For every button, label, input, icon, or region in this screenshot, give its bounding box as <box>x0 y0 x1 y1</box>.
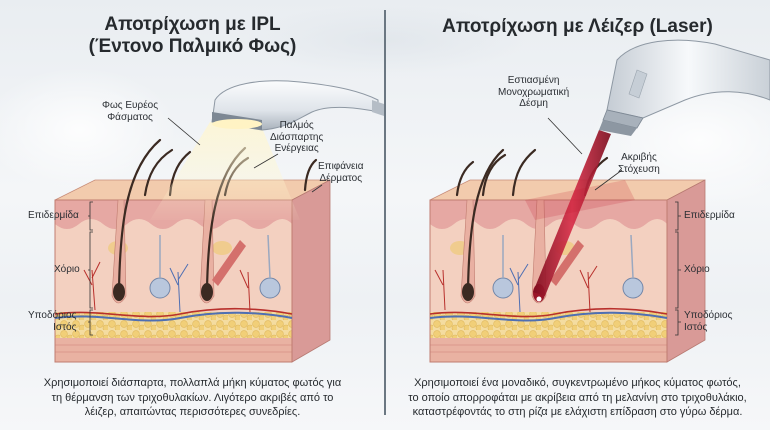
laser-skin-diagram <box>429 39 770 363</box>
laser-handpiece-icon <box>599 39 770 136</box>
callout-focused-beam: Εστιασμένη Μονοχρωματική Δέσμη <box>498 75 570 109</box>
ipl-title: Αποτρίχωση με IPL (Έντονο Παλμικό Φως) <box>0 14 385 58</box>
ipl-title-line2: (Έντονο Παλμικό Φως) <box>88 36 297 57</box>
layer-epidermis: Επιδερμίδα <box>28 210 79 221</box>
laser-caption: Χρησιμοποιεί ένα μοναδικό, συγκεντρωμένο… <box>408 377 747 418</box>
ipl-light-beam <box>150 122 300 220</box>
callout-skin-surface: Επιφάνεια Δέρματος <box>318 161 364 184</box>
laser-beam <box>533 130 611 296</box>
panel-divider <box>384 10 386 415</box>
laser-panel: Αποτρίχωση με Λέιζερ (Laser) <box>385 0 770 430</box>
layer-dermis: Χόριο <box>684 264 710 275</box>
layer-dermis: Χόριο <box>54 264 80 275</box>
ipl-layer-brackets <box>88 201 93 336</box>
callout-scattered-pulse: Παλμός Διάσπαρτης Ενέργειας <box>270 120 324 154</box>
ipl-caption: Χρησιμοποιεί διάσπαρτα, πολλαπλά μήκη κύ… <box>43 377 342 418</box>
ipl-skin-diagram <box>54 80 384 363</box>
ipl-callout-lines <box>167 117 323 193</box>
laser-layer-brackets <box>675 201 681 336</box>
ipl-handpiece-icon <box>211 80 384 131</box>
layer-epidermis: Επιδερμίδα <box>684 210 735 221</box>
ipl-title-line1: Αποτρίχωση με IPL <box>104 14 281 35</box>
laser-callout-lines <box>547 117 623 191</box>
laser-title: Αποτρίχωση με Λέιζερ (Laser) <box>442 16 713 37</box>
laser-glow <box>525 180 635 220</box>
ipl-panel: Αποτρίχωση με IPL (Έντονο Παλμικό Φως) <box>0 14 385 418</box>
callout-precise-targeting: Ακριβής Στόχευση <box>618 152 660 175</box>
layer-hypodermis: Υποδόριος Ιστός <box>28 310 77 333</box>
layer-hypodermis: Υποδόριος Ιστός <box>684 310 733 333</box>
callout-broad-spectrum: Φως Ευρέος Φάσματος <box>102 100 159 123</box>
